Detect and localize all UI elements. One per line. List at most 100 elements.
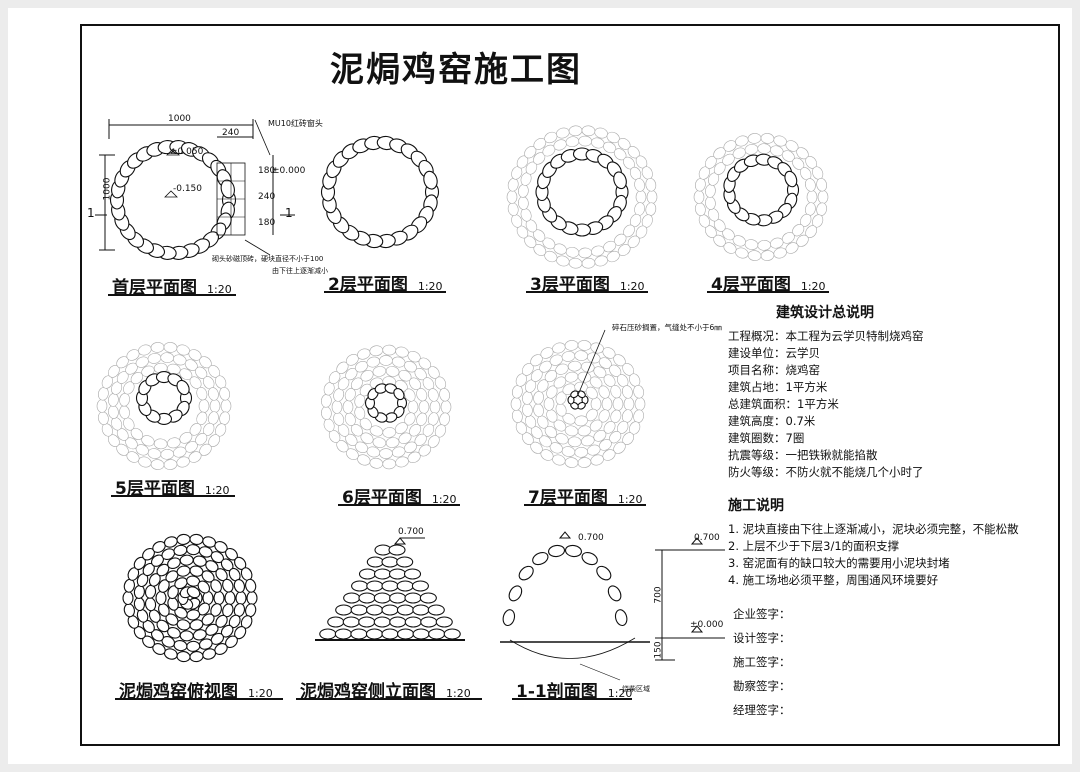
stone xyxy=(561,446,576,457)
stone xyxy=(220,399,232,413)
stone xyxy=(607,585,622,602)
stone xyxy=(350,604,368,616)
stone xyxy=(574,447,588,458)
stone xyxy=(351,580,369,592)
stone xyxy=(331,400,343,414)
stone xyxy=(235,590,247,606)
stone xyxy=(372,366,387,377)
stone xyxy=(150,342,165,353)
section-drawing xyxy=(500,531,725,681)
stone xyxy=(147,353,162,364)
stone xyxy=(705,184,716,198)
stone xyxy=(804,178,816,192)
dim-240-label: 240 xyxy=(222,128,240,138)
dim-180a-label: 180 xyxy=(258,166,276,176)
stone xyxy=(403,568,422,580)
drawing-title: 泥焗鸡窑施工图 xyxy=(330,50,582,90)
design-item: 防火等级：不防火就不能烧几个小时了 xyxy=(728,465,924,479)
signature-survey: 勘察签字： xyxy=(733,679,791,693)
stone xyxy=(508,585,523,602)
stone xyxy=(395,456,409,468)
stone xyxy=(621,385,633,399)
construction-notes: 施工说明 1. 泥块直接由下往上逐渐减小，泥块必须完整，不能松散 2. 上层不少… xyxy=(728,498,1048,589)
stone xyxy=(440,400,452,414)
stone xyxy=(502,609,516,627)
stone xyxy=(533,403,544,418)
stone xyxy=(373,592,391,604)
stone xyxy=(209,399,221,413)
stone xyxy=(816,202,828,216)
stone xyxy=(213,590,225,606)
design-item: 项目名称：烧鸡窑 xyxy=(728,363,820,377)
stone xyxy=(694,178,706,192)
stone xyxy=(784,170,798,188)
design-heading: 建筑设计总说明 xyxy=(776,305,874,321)
level-0000-label: ±0.000 xyxy=(272,166,306,176)
stone xyxy=(614,609,628,627)
stone xyxy=(207,387,219,401)
base-note-2: 由下往上逐渐减小 xyxy=(272,267,328,275)
signature-enterprise: 企业签字： xyxy=(733,607,791,621)
stone xyxy=(816,178,828,192)
stone xyxy=(565,136,580,148)
stone xyxy=(379,448,393,459)
stone xyxy=(612,397,624,411)
stone xyxy=(564,371,579,383)
stone xyxy=(163,459,178,470)
drawing-frame xyxy=(80,24,1060,746)
floor3-plan-drawing xyxy=(506,125,658,269)
stone xyxy=(150,459,165,470)
stone xyxy=(757,143,771,154)
stone xyxy=(381,580,399,592)
stone xyxy=(543,397,555,411)
stone xyxy=(747,250,762,261)
stone xyxy=(439,388,450,402)
stone xyxy=(369,345,384,357)
stone xyxy=(389,616,407,628)
construction-item: 1. 泥块直接由下往上逐渐减小，泥块必须完整，不能松散 xyxy=(728,522,1019,536)
stone xyxy=(577,425,592,437)
stone xyxy=(398,432,412,444)
stone xyxy=(418,400,430,414)
stone xyxy=(369,457,384,469)
stone xyxy=(744,144,759,155)
stone xyxy=(420,616,438,628)
stone xyxy=(439,412,450,426)
stone xyxy=(694,202,706,216)
section-level-0700: 0.700 xyxy=(578,533,604,543)
stone xyxy=(511,385,523,399)
floor1-plan-drawing xyxy=(95,119,295,260)
stone xyxy=(189,651,204,663)
stone xyxy=(144,584,157,599)
stone xyxy=(393,387,405,401)
construction-item: 2. 上层不少于下层3/1的面积支撑 xyxy=(728,539,900,553)
floor2-plan-drawing xyxy=(320,135,440,249)
stone xyxy=(396,556,414,568)
base-note-1: 砌头砂磁顶砖，硬块直径不小于100 xyxy=(212,255,324,263)
stone xyxy=(518,184,529,198)
stone xyxy=(548,544,566,558)
stone xyxy=(407,400,419,414)
stone xyxy=(97,387,109,401)
stone xyxy=(760,250,775,261)
stone xyxy=(97,411,109,425)
stone xyxy=(577,390,586,399)
stone xyxy=(397,628,415,640)
section-right-level-0700: 0.700 xyxy=(694,533,720,543)
stone xyxy=(186,544,201,556)
stone xyxy=(747,133,762,144)
floor4-plan-drawing xyxy=(693,133,829,261)
stone xyxy=(623,397,635,411)
stone xyxy=(388,544,406,556)
stone xyxy=(342,400,354,414)
section-dim-150: 150 xyxy=(653,641,664,659)
stone xyxy=(443,628,461,640)
floor5-plan-drawing xyxy=(96,342,232,470)
floor7-plan-drawing xyxy=(510,329,646,468)
construction-item: 3. 窑泥面有的缺口较大的需要用小泥块封堵 xyxy=(728,556,950,570)
stone xyxy=(382,458,397,470)
